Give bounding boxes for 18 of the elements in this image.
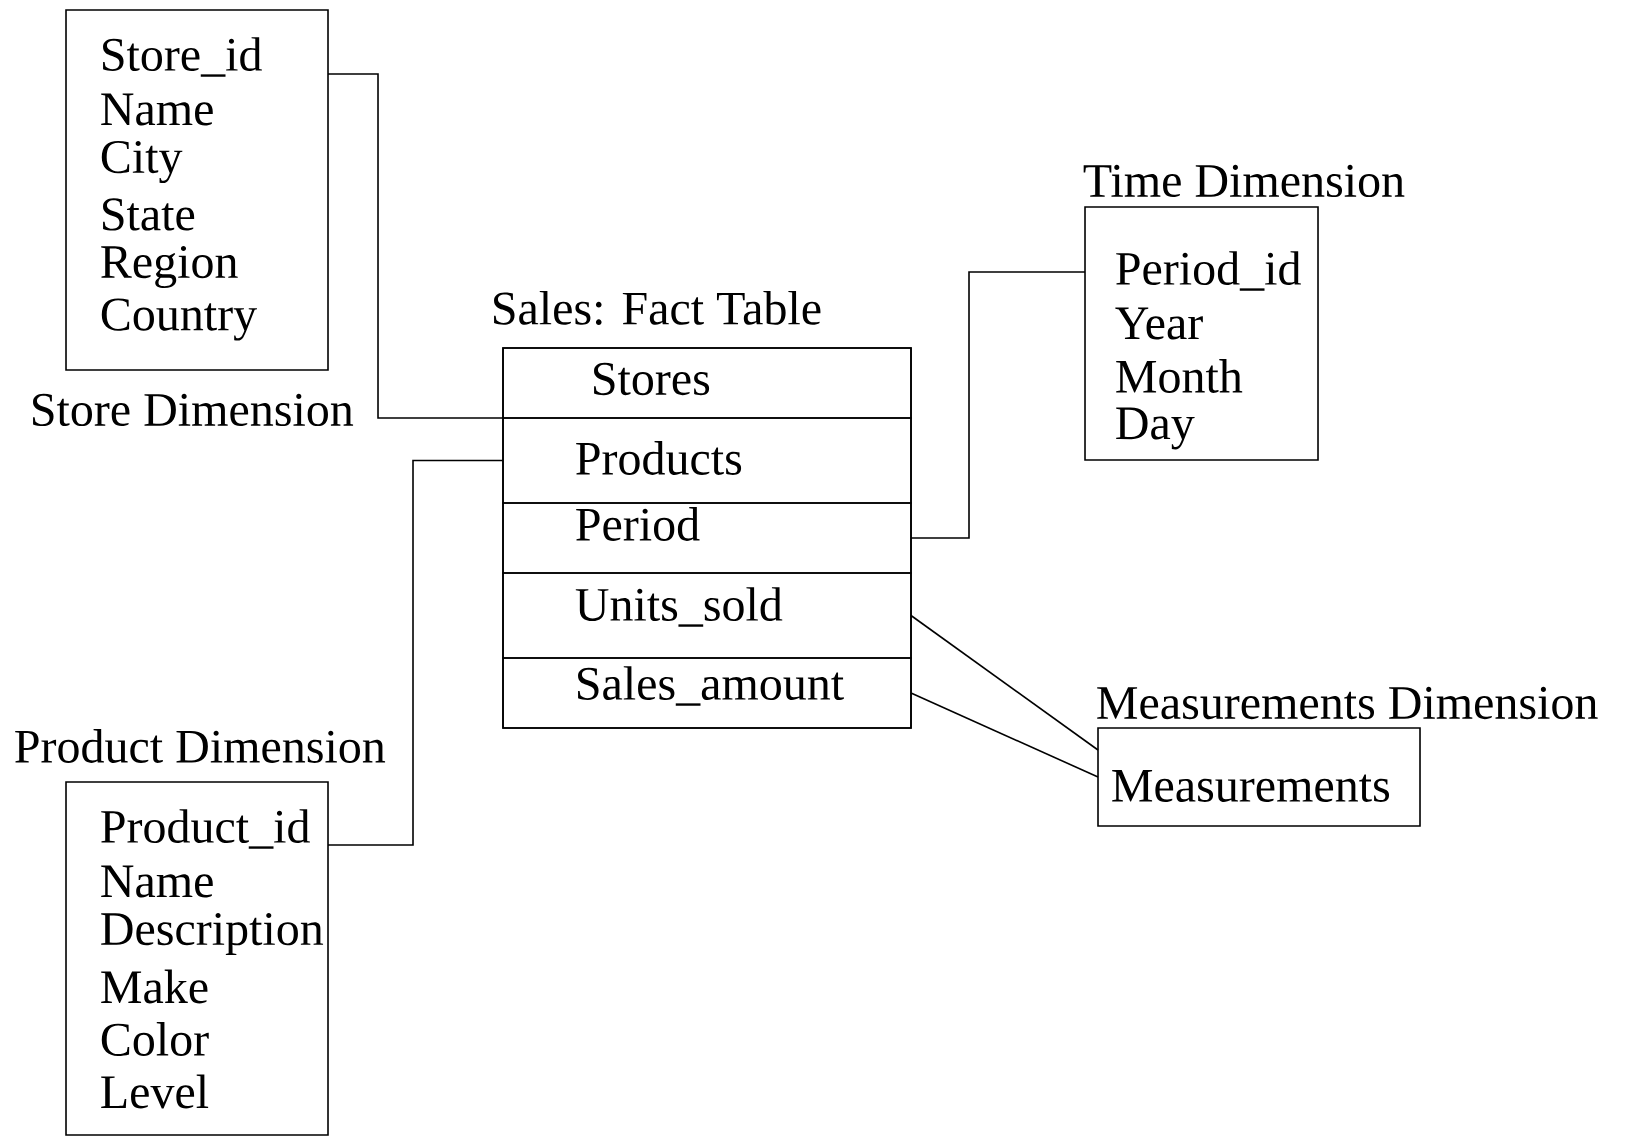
table-row: Period xyxy=(502,502,912,574)
table-title: Measurements Dimension xyxy=(1097,686,1598,720)
connector-line xyxy=(910,692,1099,778)
table-box: Measurements xyxy=(1097,727,1421,827)
table-title: Time Dimension xyxy=(1083,164,1405,198)
connector-line xyxy=(910,271,1086,539)
table-row: Units_sold xyxy=(502,572,912,659)
table-box: Store_id Name City State Region Country xyxy=(65,9,329,371)
table-box: Period_id Year Month Day xyxy=(1084,206,1319,461)
table-box: Product_id Name Description Make Color Level xyxy=(65,781,329,1136)
table-row: Sales_amount xyxy=(502,657,912,729)
connector-line xyxy=(910,614,1099,751)
table-title: Sales: Fact Table xyxy=(494,291,821,325)
table-title: Store Dimension xyxy=(33,393,354,427)
table-title: Product Dimension xyxy=(15,729,386,763)
table-row: Products xyxy=(502,417,912,504)
table-row: Stores xyxy=(502,347,912,419)
connector-line xyxy=(327,459,504,846)
